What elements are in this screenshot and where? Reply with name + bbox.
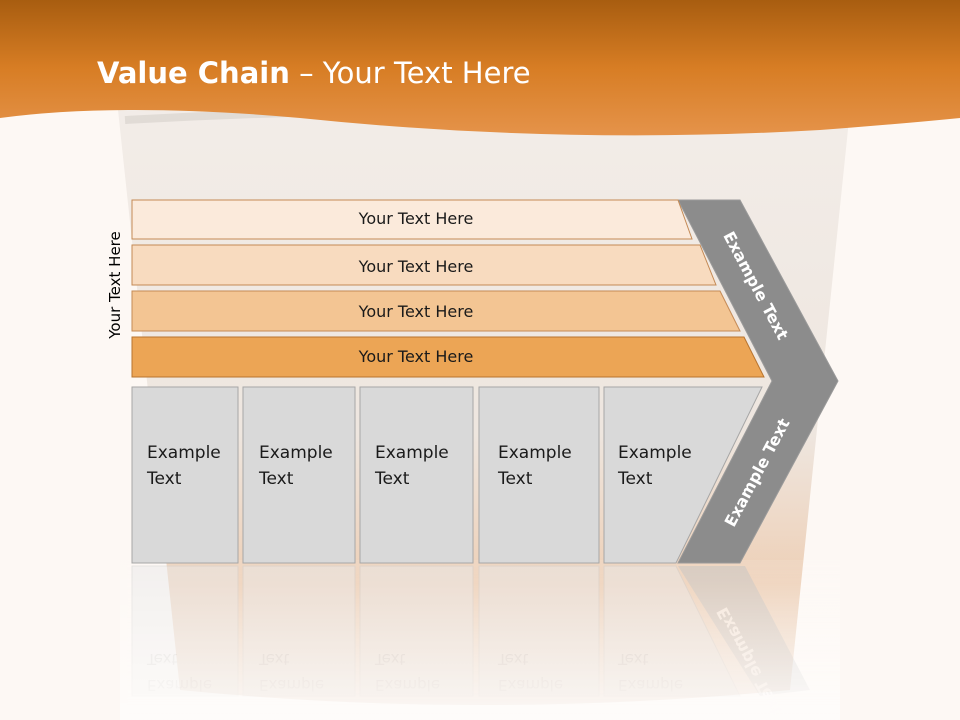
page-title: Value Chain – Your Text Here bbox=[97, 56, 531, 90]
activity-box bbox=[603, 386, 763, 564]
row-label: Your Text Here bbox=[358, 302, 474, 321]
box-text-line1: Example bbox=[375, 443, 449, 463]
box-text-line2: Text bbox=[146, 469, 182, 489]
row-bar bbox=[131, 336, 765, 378]
box-text-line2: Text bbox=[374, 469, 410, 489]
row-label: Your Text Here bbox=[358, 347, 474, 366]
reflection-group: Example Text Example Text Example Text E… bbox=[120, 560, 840, 720]
header-band bbox=[0, 0, 960, 136]
activity-box bbox=[359, 386, 474, 564]
activity-box bbox=[478, 386, 600, 564]
box-text-line2: Text bbox=[617, 469, 653, 489]
box-text-line1: Example bbox=[498, 443, 572, 463]
row-label: Your Text Here bbox=[358, 257, 474, 276]
box-text-line1: Example bbox=[618, 443, 692, 463]
box-text-line1: Example bbox=[259, 443, 333, 463]
row-bar bbox=[131, 199, 693, 240]
activity-box bbox=[131, 386, 239, 564]
arrow-head bbox=[677, 199, 839, 564]
row-label: Your Text Here bbox=[358, 209, 474, 228]
reflection-fade bbox=[120, 560, 840, 720]
title-rest: – Your Text Here bbox=[289, 56, 531, 90]
box-text-line2: Text bbox=[497, 469, 533, 489]
row-bar bbox=[131, 244, 717, 286]
title-bold: Value Chain bbox=[97, 56, 290, 90]
box-text-line2: Text bbox=[258, 469, 294, 489]
box-text-line1: Example bbox=[147, 443, 221, 463]
row-bar bbox=[131, 290, 741, 332]
activity-box bbox=[242, 386, 356, 564]
